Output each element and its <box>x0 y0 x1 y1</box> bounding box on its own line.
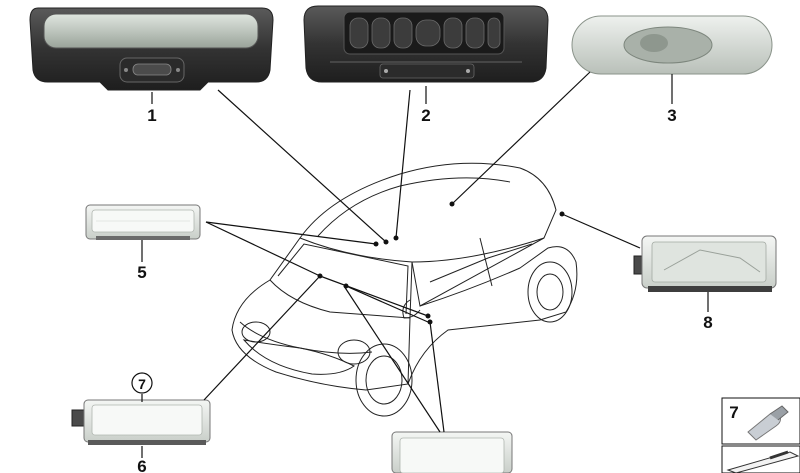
part-6-footwell-light <box>71 399 211 445</box>
inset-tool <box>721 445 800 473</box>
callout-6: 6 <box>137 457 146 473</box>
bulb-icon <box>747 405 789 441</box>
inset-7-label: 7 <box>729 403 738 422</box>
part-5-courtesy-light <box>85 204 201 240</box>
inset-part-7: 7 <box>721 397 800 445</box>
part-3-rear-dome-light <box>571 15 773 75</box>
part-8-luggage-compartment-light <box>633 235 777 292</box>
leader-dots <box>317 201 565 325</box>
vehicle-outline <box>231 162 578 417</box>
callout-8: 8 <box>703 313 712 332</box>
callout-1: 1 <box>147 106 156 125</box>
callout-5: 5 <box>137 263 146 282</box>
part-2-overhead-switch-panel <box>303 5 549 83</box>
callout-7-circled-label: 7 <box>138 376 146 392</box>
callout-3: 3 <box>667 106 676 125</box>
part-courtesy-light-bottom <box>391 431 513 473</box>
part-1-front-interior-light <box>29 7 274 91</box>
callout-2: 2 <box>421 106 430 125</box>
leader-lines <box>141 71 709 458</box>
callout-7-circled: 7 <box>131 372 153 394</box>
